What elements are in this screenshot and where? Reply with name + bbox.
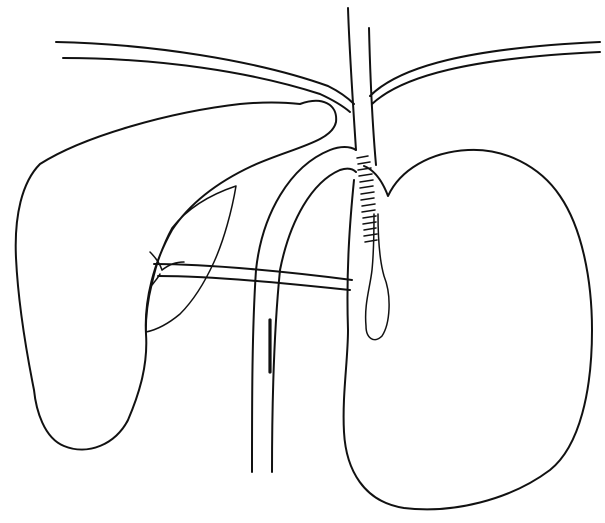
teardrop-pendant [366, 214, 389, 340]
right-organ [344, 150, 592, 510]
hanging-tube [252, 147, 356, 472]
left-organ [16, 101, 336, 450]
horizontal-duct [150, 252, 352, 290]
vertical-trunk [348, 8, 376, 165]
upper-vessel-right [370, 42, 600, 104]
